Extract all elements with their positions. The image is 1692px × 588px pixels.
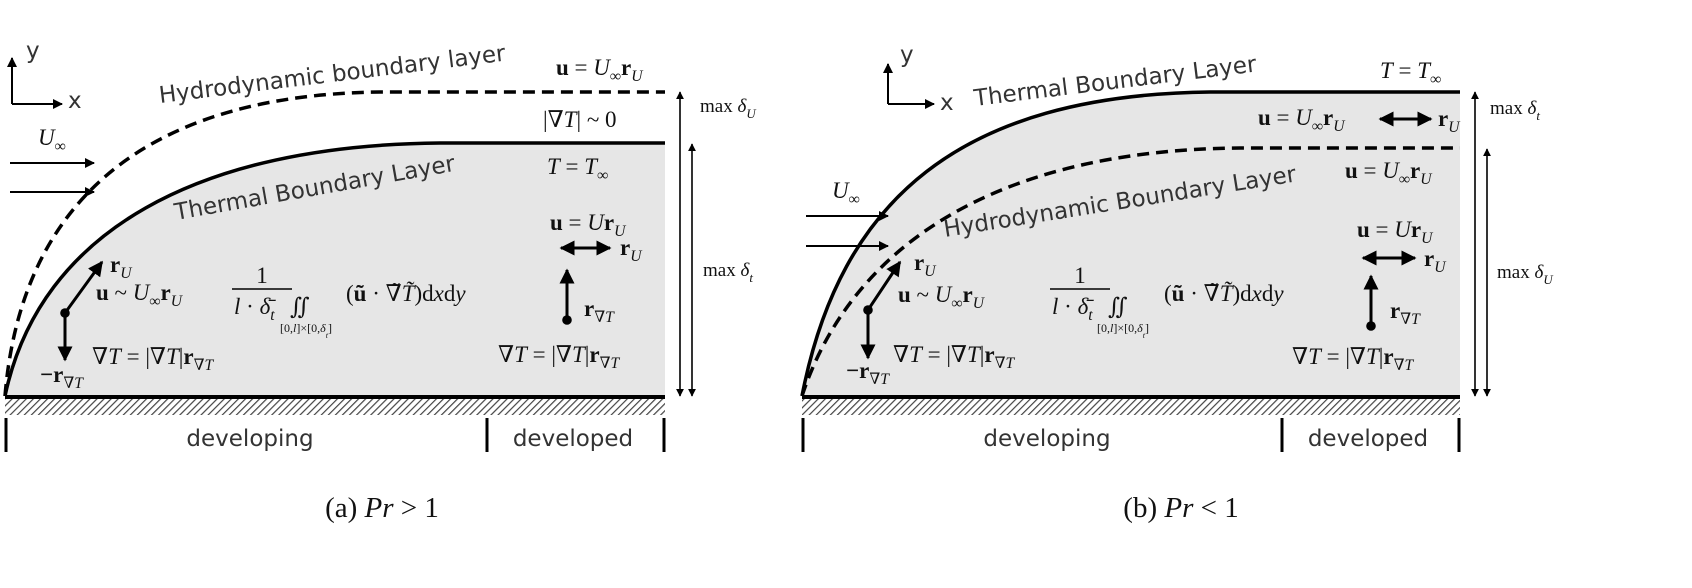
velocity-direction-label: rU xyxy=(1424,246,1447,276)
integration-domain: [0,l]×[0,δt] xyxy=(280,321,332,340)
panel-b: developing developed y x U∞ Thermal Boun… xyxy=(800,42,1554,524)
integral-formula: 1 l · δ̄t ∬ [0,l]×[0,δt] (ũ · ∇̃T̃)dxdy xyxy=(232,263,466,340)
wall-hatch xyxy=(802,397,1460,415)
y-axis-label: y xyxy=(26,38,40,64)
integrand: (ũ · ∇̃T̃)dxdy xyxy=(1164,280,1284,306)
max-delta-u-label: max δU xyxy=(700,96,757,121)
thermal-layer-fill xyxy=(5,143,665,396)
developing-label: developing xyxy=(983,426,1110,452)
velocity-direction-label: rU xyxy=(1438,106,1461,136)
freestream-velocity-eq: u = U∞rU xyxy=(556,55,644,85)
velocity-vector-arrow xyxy=(60,260,104,318)
wall-hatch xyxy=(5,397,665,415)
neg-gradient-label: −r∇T xyxy=(40,362,84,392)
freestream-velocity-eq-2: u = U∞rU xyxy=(1345,158,1433,188)
developing-label: developing xyxy=(186,426,313,452)
velocity-approx-eq: u ~ U∞rU xyxy=(96,280,184,310)
axes-icon: y x xyxy=(6,38,82,114)
integration-domain: [0,l]×[0,δt] xyxy=(1097,321,1149,340)
freestream-temperature-eq: T = T∞ xyxy=(1380,58,1441,88)
caption-a: (a) Pr > 1 xyxy=(325,492,439,524)
freestream-temperature-eq: T = T∞ xyxy=(547,154,608,184)
max-delta-t-label: max δt xyxy=(1490,98,1540,123)
y-axis-label: y xyxy=(900,42,914,68)
integrand: (ũ · ∇̃T̃)dxdy xyxy=(346,280,466,306)
neg-gradient-label: −r∇T xyxy=(846,358,890,388)
thermal-layer-fill xyxy=(802,92,1460,396)
double-integral-sign: ∬ xyxy=(1108,294,1128,319)
thermal-boundary-curve xyxy=(800,90,1460,397)
fraction-numerator: 1 xyxy=(256,263,268,288)
panel-a: developing developed y x U∞ Hydrodynamic… xyxy=(3,38,757,524)
gradient-direction-label: r∇T xyxy=(1390,298,1421,328)
velocity-direction-label: rU xyxy=(620,235,643,265)
velocity-eq: u = UrU xyxy=(550,210,627,240)
velocity-eq: u = UrU xyxy=(1357,217,1434,247)
gradient-eq: ∇T = |∇T|r∇T xyxy=(1292,344,1415,374)
region-ticks xyxy=(4,418,666,452)
max-delta-u-label: max δU xyxy=(1497,262,1554,287)
freestream-velocity-label: U∞ xyxy=(832,178,860,208)
velocity-vector-arrow xyxy=(863,260,902,315)
caption-b: (b) Pr < 1 xyxy=(1123,492,1238,524)
developed-label: developed xyxy=(1308,426,1428,452)
gradient-eq-left: ∇T = |∇T|r∇T xyxy=(92,344,215,374)
region-ticks xyxy=(801,418,1461,452)
zero-gradient-eq: |∇T| ~ 0 xyxy=(543,107,617,132)
gradient-direction-label: r∇T xyxy=(584,296,615,326)
freestream-velocity-eq: u = U∞rU xyxy=(1258,105,1346,135)
developed-label: developed xyxy=(513,426,633,452)
vector-ru-label: rU xyxy=(914,250,937,280)
hydrodynamic-boundary-curve xyxy=(800,146,1460,397)
fraction-numerator: 1 xyxy=(1074,263,1086,288)
axes-icon: y x xyxy=(883,42,954,116)
double-integral-sign: ∬ xyxy=(290,294,310,319)
freestream-velocity-label: U∞ xyxy=(38,125,66,155)
gradient-eq-left: ∇T = |∇T|r∇T xyxy=(893,342,1016,372)
hydrodynamic-boundary-curve xyxy=(3,90,665,397)
max-delta-t-label: max δt xyxy=(703,260,753,285)
vector-ru-label: rU xyxy=(110,252,133,282)
gradient-eq: ∇T = |∇T|r∇T xyxy=(498,342,621,372)
x-axis-label: x xyxy=(68,88,82,114)
thermal-boundary-curve xyxy=(3,141,665,397)
x-axis-label: x xyxy=(940,90,954,116)
hydrodynamic-layer-label: Hydrodynamic boundary layer xyxy=(158,41,508,109)
velocity-approx-eq: u ~ U∞rU xyxy=(898,282,986,312)
